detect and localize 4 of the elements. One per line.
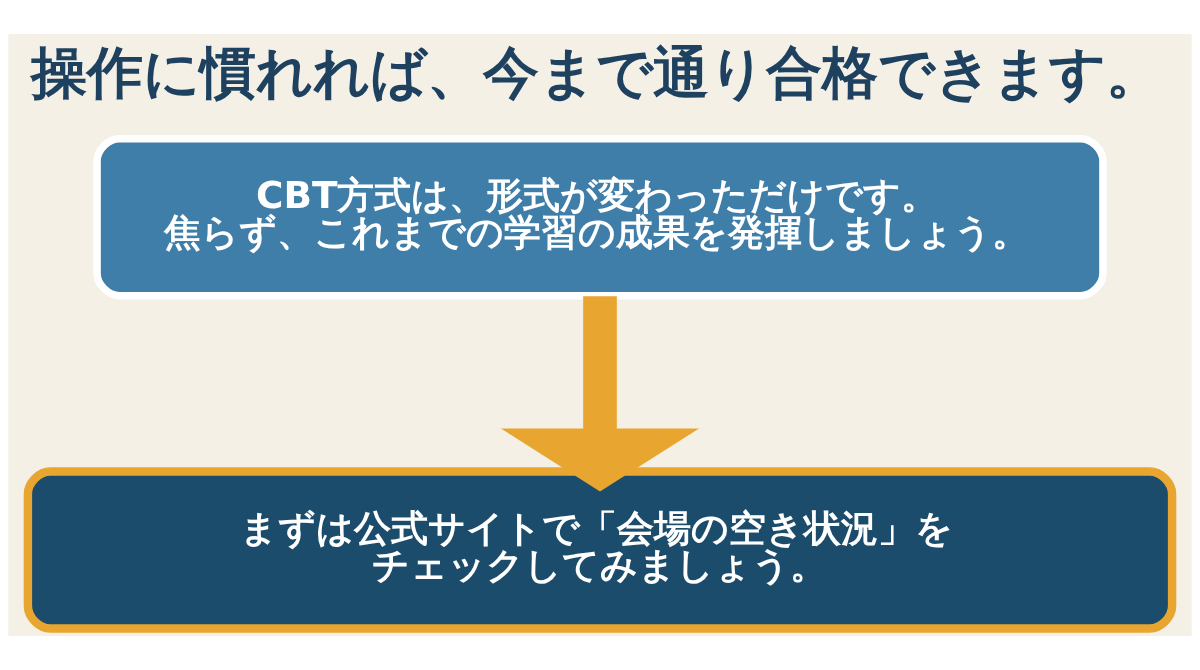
arrow [500,296,700,492]
node-box: まずは公式サイトで「会場の空き状況」をチェックしてみましょう。 [23,467,1177,633]
diagram-title: 操作に慣れれば、今まで通り合格できます。 [30,39,1162,105]
node-box: CBT方式は、形式が変わっただけです。 焦らず、これまでの学習の成果を発揮しましょう。 [93,134,1107,300]
